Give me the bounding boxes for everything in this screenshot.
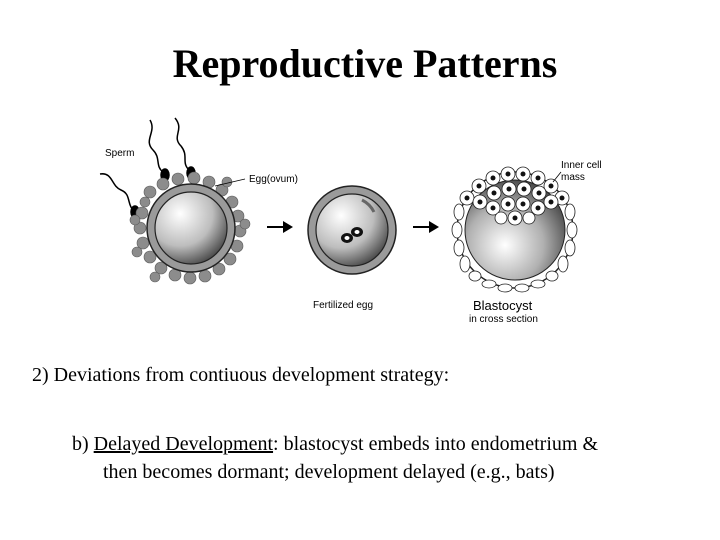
sub-text-line2: then becomes dormant; development delaye… [103,461,555,483]
sub-prefix: b) [72,433,94,455]
trophoblast-cells [451,203,578,293]
fertilized-egg [307,185,397,275]
blastocyst [451,166,578,293]
label-inner-cell-mass-1: Inner cell [561,160,602,171]
label-blastocyst: Blastocyst [473,298,533,313]
development-figure: Sperm Egg(ovum) Inner cell mass Fertiliz… [95,112,655,337]
sperm-tail [99,173,134,211]
sub-point: b) Delayed Development: blastocyst embed… [72,430,712,486]
label-fertilized-egg: Fertilized egg [313,300,374,311]
label-inner-cell-mass-2: mass [561,172,585,183]
sub-term: Delayed Development [93,433,274,455]
main-point: 2) Deviations from contiuous development… [32,364,450,386]
sperm-tail [174,117,190,171]
arrow-icon [267,221,293,233]
arrow-icon [413,221,439,233]
label-sperm: Sperm [105,148,135,159]
development-diagram [99,117,578,293]
corona-cells [129,171,251,285]
sperm-tail [148,119,164,173]
inner-cell-nuclei [464,171,565,221]
label-cross-section: in cross section [469,314,538,325]
sub-text-line1: : blastocyst embeds into endometrium & [273,433,598,455]
label-egg: Egg(ovum) [249,174,298,185]
egg-ovum [129,171,251,285]
slide-title: Reproductive Patterns [172,41,558,86]
